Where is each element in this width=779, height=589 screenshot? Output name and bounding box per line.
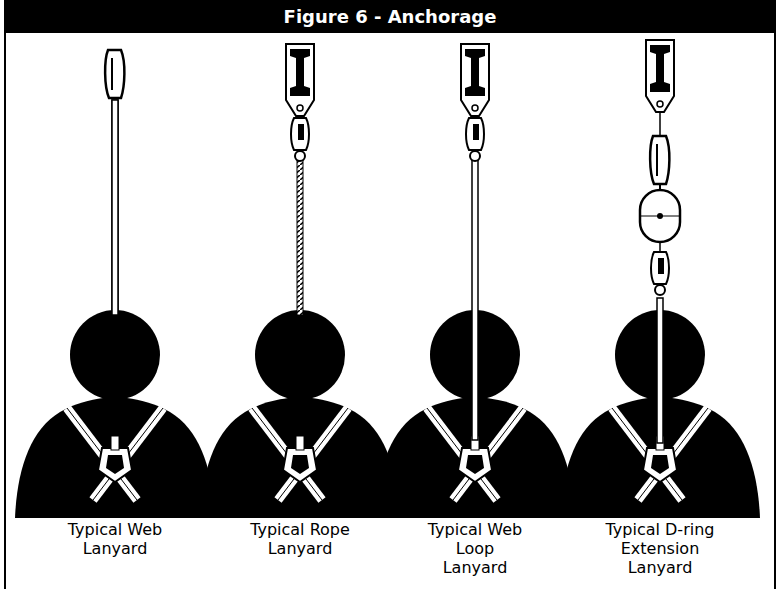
figure-title: Figure 6 - Anchorage xyxy=(284,6,497,27)
title-band: Figure 6 - Anchorage xyxy=(5,0,775,33)
lanyard-caption: Typical Rope Lanyard xyxy=(235,520,365,558)
lanyard-caption: Typical Web Loop Lanyard xyxy=(425,520,525,577)
lanyard-caption: Typical D-ring Extension Lanyard xyxy=(588,520,733,577)
lanyard-caption: Typical Web Lanyard xyxy=(50,520,180,558)
